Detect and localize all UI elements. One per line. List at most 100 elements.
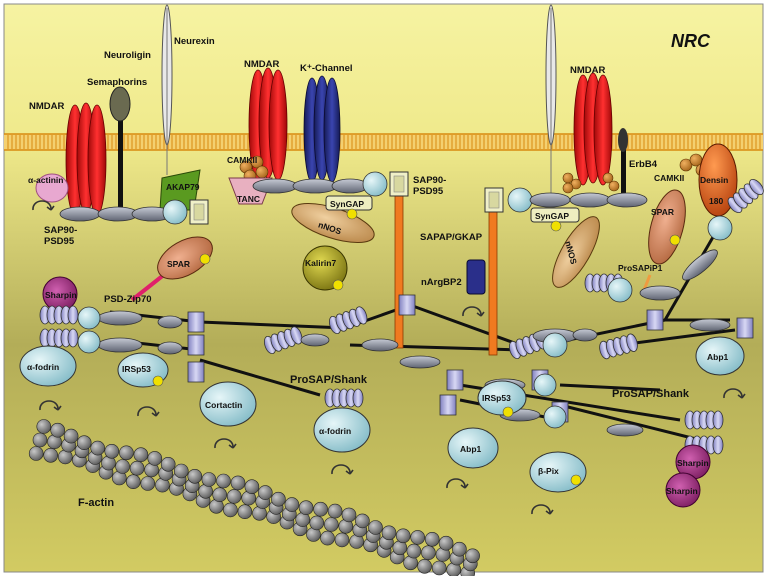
psd-zip70-label: PSD-Zip70 [104,294,152,305]
alpha-fodrin-mid [313,407,371,453]
actin-bead [104,443,120,459]
actin-bead [334,532,350,548]
actin-bead [406,543,422,559]
abp1-right [695,336,745,376]
shank-segments [97,249,731,437]
spar-right-label: SPAR [651,207,674,217]
syngap-mid-label: SynGAP [330,199,364,209]
diagram-title: NRC [671,31,711,51]
actin-bead [244,479,260,495]
actin-bead [271,491,286,507]
alpha-actinin [35,173,69,203]
actin-bead [381,525,397,541]
semaphorin [109,86,131,212]
nmdar-mid-label: NMDAR [244,59,279,70]
shank-ring-stack [39,305,79,325]
shank-ring-stack [646,309,664,331]
actin-bead [226,489,242,504]
cortactin [199,381,257,427]
tanc-label: TANC [237,194,260,204]
shank-ring-stack [446,369,464,391]
shank-ring-stack [187,311,205,333]
actin-bead [257,485,273,500]
sharpin-left-label: Sharpin [45,290,77,300]
f-actin-filament [28,419,480,581]
irsp53-mid [477,380,527,416]
actin-bead [368,520,383,535]
abp1-mid [447,427,499,469]
shank-ring-stack [736,317,754,339]
kalirin7-label: Kalirin7 [305,258,336,268]
nmdar-left [65,102,107,216]
psd95-left-label: PSD95 [44,236,75,247]
actin-bead [201,472,217,487]
beta-pix-label: β-Pix [538,466,559,476]
actin-bead [174,463,189,479]
k-channel [303,75,341,183]
shank-ring-stack [328,306,368,335]
nmdar-right-label: NMDAR [570,65,605,76]
shank-ring-stack [324,388,364,408]
actin-bead [438,535,454,551]
actin-bead [140,476,156,491]
actin-bead [216,473,231,489]
shank-ring-stack [599,333,638,360]
linker-lines [109,224,736,442]
densin-label: Densin [700,175,728,185]
actin-bead [424,531,440,547]
nnos-right [552,216,600,288]
spar-left-label: SPAR [167,259,190,269]
actin-bead [147,451,163,466]
syngap-right-label: SynGAP [535,211,569,221]
actin-bead [223,502,238,518]
actin-bead [431,560,447,576]
membrane [4,133,763,151]
erbb4 [618,128,628,195]
kalirin7 [302,245,348,291]
sapap-link-right [488,204,498,356]
densin-180-label: 180 [709,196,723,206]
actin-bead [320,530,335,546]
actin-bead [417,558,432,574]
phospho-icon [199,253,211,265]
actin-bead [187,468,203,484]
actin-bead [452,541,467,557]
actin-bead [313,501,328,517]
akap79-label: AKAP79 [166,182,200,192]
cortactin-label: Cortactin [205,400,242,410]
actin-bead [410,530,426,545]
shank-ring-stack [684,410,724,430]
actin-bead [212,487,227,503]
camkii-mid-label: CAMKII [227,155,257,165]
abp1-right-label: Abp1 [707,352,729,362]
alpha-actinin-label: α-actinin [28,175,63,185]
phospho-icon [346,208,358,220]
actin-bead [36,419,52,434]
actin-bead [50,422,66,438]
actin-bead [323,517,339,532]
actin-bead [355,513,370,529]
actin-bead [63,428,79,444]
spar-right [648,189,686,265]
shank-ring-stack [263,326,303,355]
alpha-fodrin-left [19,345,77,387]
neurexin [161,4,173,175]
k-channel-label: K⁺-Channel [300,63,353,74]
phospho-icon [502,406,514,418]
actin-bead [126,474,141,490]
sharpin-right2-label: Sharpin [666,486,698,496]
actin-bead [133,447,149,463]
alpha-fodrin-left-label: α-fodrin [27,362,59,372]
actin-bead [115,459,130,474]
phospho-icon [570,474,582,486]
actin-bead [43,447,59,463]
actin-bead [309,515,325,531]
actin-bead [28,446,44,461]
actin-bead [76,435,92,451]
nargbp2-label: nArgBP2 [421,277,462,288]
actin-bead [119,445,134,461]
neurexin-label: Neurexin [174,36,215,47]
shank-ring-stack [439,394,457,416]
actin-bead [298,500,314,516]
